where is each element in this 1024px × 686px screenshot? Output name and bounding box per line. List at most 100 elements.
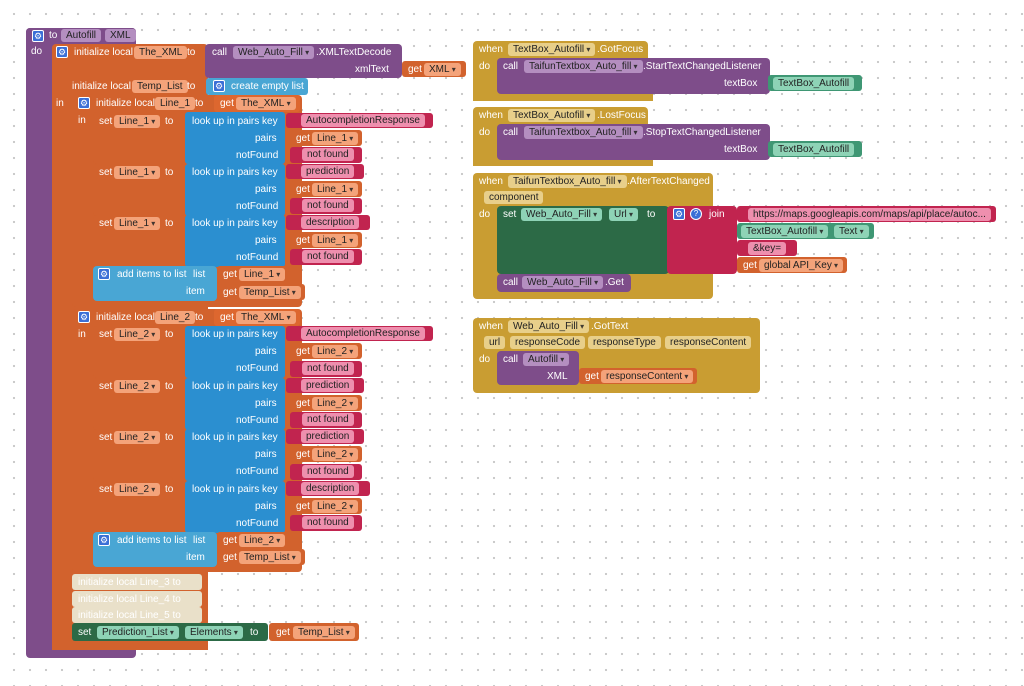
component-prediction-list-dropdown[interactable]: Prediction_List xyxy=(97,626,179,639)
set-line-2-dropdown[interactable]: Line_2 xyxy=(114,380,161,393)
textbox-autofill-value[interactable]: TextBox_Autofill xyxy=(773,143,855,156)
notfound-string[interactable]: not found xyxy=(302,413,354,426)
set-line-1-dropdown[interactable]: Line_1 xyxy=(114,166,161,179)
textbox-autofill-value[interactable]: TextBox_Autofill xyxy=(773,77,855,90)
key-string-prediction[interactable]: prediction xyxy=(301,430,355,443)
get-temp-list-dropdown[interactable]: Temp_List xyxy=(239,286,301,299)
call-autofill-dropdown[interactable]: Autofill xyxy=(523,353,570,366)
param-url-chip[interactable]: url xyxy=(484,336,506,349)
get-temp-list-final-dropdown[interactable]: Temp_List xyxy=(293,626,355,639)
set-to: to xyxy=(165,329,174,340)
taifun-event-component-dropdown[interactable]: TaifunTextbox_Auto_fill xyxy=(508,175,627,188)
get-line-2-dropdown[interactable]: Line_2 xyxy=(312,345,359,358)
url-string[interactable]: https://maps.googleapis.com/maps/api/pla… xyxy=(748,208,991,221)
add-items-label: add items to list xyxy=(117,269,187,280)
init-line-1-gear-icon[interactable]: ⚙ xyxy=(78,97,90,109)
text-property-dropdown[interactable]: Text xyxy=(834,225,869,238)
lookup-pairs-block-2-4[interactable] xyxy=(185,481,285,533)
var-the-xml-field[interactable]: The_XML xyxy=(134,46,188,59)
property-elements-dropdown[interactable]: Elements xyxy=(185,626,243,639)
get-temp-list-dropdown[interactable]: Temp_List xyxy=(239,551,301,564)
disabled-init-line-4-block[interactable] xyxy=(72,591,202,607)
get-line-1-dropdown[interactable]: Line_1 xyxy=(312,183,359,196)
key-string-autocompletionresponse[interactable]: AutocompletionResponse xyxy=(301,327,425,340)
set-line-1-dropdown[interactable]: Line_1 xyxy=(114,115,161,128)
key-string-description[interactable]: description xyxy=(301,216,360,229)
create-empty-list-gear-icon[interactable]: ⚙ xyxy=(213,80,225,92)
key-string-prediction[interactable]: prediction xyxy=(301,379,355,392)
key-string-description[interactable]: description xyxy=(301,482,360,495)
get-keyword: get xyxy=(223,287,237,298)
set-keyword: set xyxy=(99,484,113,495)
notfound-string[interactable]: not found xyxy=(302,362,354,375)
get-line-1-list-dropdown[interactable]: Line_1 xyxy=(239,268,286,281)
get-line-2-dropdown[interactable]: Line_2 xyxy=(312,500,359,513)
set-web-auto-fill-dropdown[interactable]: Web_Auto_Fill xyxy=(521,208,603,221)
lookup-pairs-block-1-1[interactable] xyxy=(185,112,285,164)
set-line-2-dropdown[interactable]: Line_2 xyxy=(114,483,161,496)
set-line-2-dropdown[interactable]: Line_2 xyxy=(114,328,161,341)
procedure-param-xml[interactable]: XML xyxy=(105,29,136,42)
set-line-2-dropdown[interactable]: Line_2 xyxy=(114,431,161,444)
join-help-icon[interactable]: ? xyxy=(690,208,702,220)
get-the-xml-dropdown-1[interactable]: The_XML xyxy=(236,97,296,110)
get-line-2-list-dropdown[interactable]: Line_2 xyxy=(239,534,286,547)
set-url-property-dropdown[interactable]: Url xyxy=(609,208,639,221)
textbox-arg-label: textBox xyxy=(724,144,758,155)
set-line-1-dropdown[interactable]: Line_1 xyxy=(114,217,161,230)
notfound-string[interactable]: not found xyxy=(302,250,354,263)
init-local-gear-icon[interactable]: ⚙ xyxy=(56,46,68,58)
init-line-2-gear-icon[interactable]: ⚙ xyxy=(78,311,90,323)
create-empty-list-label: create empty list xyxy=(231,81,304,92)
var-line-2-field[interactable]: Line_2 xyxy=(155,311,196,324)
component-web-auto-fill-dropdown[interactable]: Web_Auto_Fill xyxy=(233,46,315,59)
param-responsetype-chip[interactable]: responseType xyxy=(588,336,661,349)
var-line-1-field[interactable]: Line_1 xyxy=(155,97,196,110)
set-keyword: set xyxy=(99,329,113,340)
procedure-mutator-gear-icon[interactable]: ⚙ xyxy=(32,30,44,42)
add-items-to-list-block-2[interactable] xyxy=(93,532,217,567)
taifun-component-dropdown[interactable]: TaifunTextbox_Auto_fill xyxy=(524,60,643,73)
set-to: to xyxy=(165,432,174,443)
web-auto-fill-get-dropdown[interactable]: Web_Auto_Fill xyxy=(522,276,604,289)
notfound-string[interactable]: not found xyxy=(302,199,354,212)
add-items-gear-icon[interactable]: ⚙ xyxy=(98,534,110,546)
param-responsecontent-chip[interactable]: responseContent xyxy=(665,336,752,349)
notfound-string[interactable]: not found xyxy=(302,516,354,529)
get-line-2-dropdown[interactable]: Line_2 xyxy=(312,397,359,410)
get-line-1-dropdown[interactable]: Line_1 xyxy=(312,234,359,247)
add-items-gear-icon[interactable]: ⚙ xyxy=(98,268,110,280)
procedure-name-field[interactable]: Autofill xyxy=(61,29,102,42)
lookup-pairs-block-2-2[interactable] xyxy=(185,378,285,430)
notfound-string[interactable]: not found xyxy=(302,148,354,161)
get-the-xml-dropdown-2[interactable]: The_XML xyxy=(236,311,296,324)
key-string-autocompletionresponse[interactable]: AutocompletionResponse xyxy=(301,114,425,127)
disabled-init-line-5-block[interactable] xyxy=(72,607,202,623)
add-items-to-list-block-1[interactable] xyxy=(93,266,217,301)
gottext-component-dropdown[interactable]: Web_Auto_Fill xyxy=(508,320,590,333)
textbox-autofill-dropdown[interactable]: TextBox_Autofill xyxy=(741,225,829,238)
notfound-string[interactable]: not found xyxy=(302,465,354,478)
lookup-pairs-block-1-3[interactable] xyxy=(185,215,285,267)
taifun-component-dropdown[interactable]: TaifunTextbox_Auto_fill xyxy=(524,126,643,139)
get-responsecontent-dropdown[interactable]: responseContent xyxy=(601,370,694,383)
key-param-string[interactable]: &key= xyxy=(748,242,787,255)
lookup-pairs-block-2-3[interactable] xyxy=(185,429,285,481)
join-gear-icon[interactable]: ⚙ xyxy=(673,208,685,220)
lostfocus-component-dropdown[interactable]: TextBox_Autofill xyxy=(508,109,596,122)
param-component-chip[interactable]: component xyxy=(484,191,544,204)
global-api-key-dropdown[interactable]: global API_Key xyxy=(759,259,844,272)
lookup-pairs-block-2-1[interactable] xyxy=(185,326,285,378)
get-line-1-dropdown[interactable]: Line_1 xyxy=(312,132,359,145)
start-listener-method: .StartTextChangedListener xyxy=(643,61,762,72)
create-empty-list-block[interactable] xyxy=(206,78,308,95)
lookup-pairs-block-1-2[interactable] xyxy=(185,164,285,216)
add-items-item-label: item xyxy=(186,552,205,563)
gotfocus-component-dropdown[interactable]: TextBox_Autofill xyxy=(508,43,596,56)
param-responsecode-chip[interactable]: responseCode xyxy=(510,336,586,349)
get-line-2-dropdown[interactable]: Line_2 xyxy=(312,448,359,461)
var-temp-list-field[interactable]: Temp_List xyxy=(132,80,188,93)
disabled-init-line-3-block[interactable] xyxy=(72,574,202,590)
key-string-prediction[interactable]: prediction xyxy=(301,165,355,178)
get-xml-dropdown[interactable]: XML xyxy=(424,63,461,76)
